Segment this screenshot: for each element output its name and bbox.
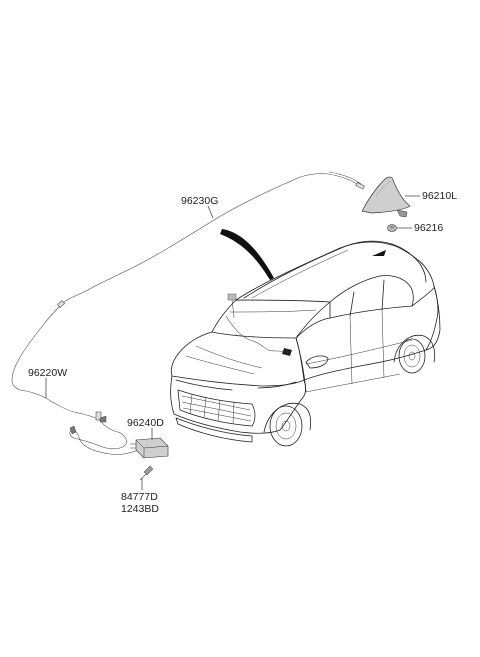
antenna-nut <box>387 224 397 232</box>
pointer-arrow <box>220 229 274 280</box>
antenna-cable-main <box>11 171 365 421</box>
antenna-cable-front <box>69 415 145 455</box>
roof-wiring <box>225 293 292 356</box>
shark-fin-antenna <box>361 176 411 218</box>
leader-96230g <box>207 205 214 219</box>
label-96220w: 96220W <box>28 367 67 379</box>
label-96210l: 96210L <box>422 190 457 202</box>
vehicle-illustration <box>170 240 441 447</box>
label-96230g: 96230G <box>181 195 218 207</box>
label-84777d: 84777D <box>121 491 158 503</box>
bolt <box>139 465 154 481</box>
antenna-module <box>130 437 169 459</box>
label-1243bd: 1243BD <box>121 503 159 515</box>
label-96216: 96216 <box>414 222 443 234</box>
label-96240d: 96240D <box>127 417 164 429</box>
